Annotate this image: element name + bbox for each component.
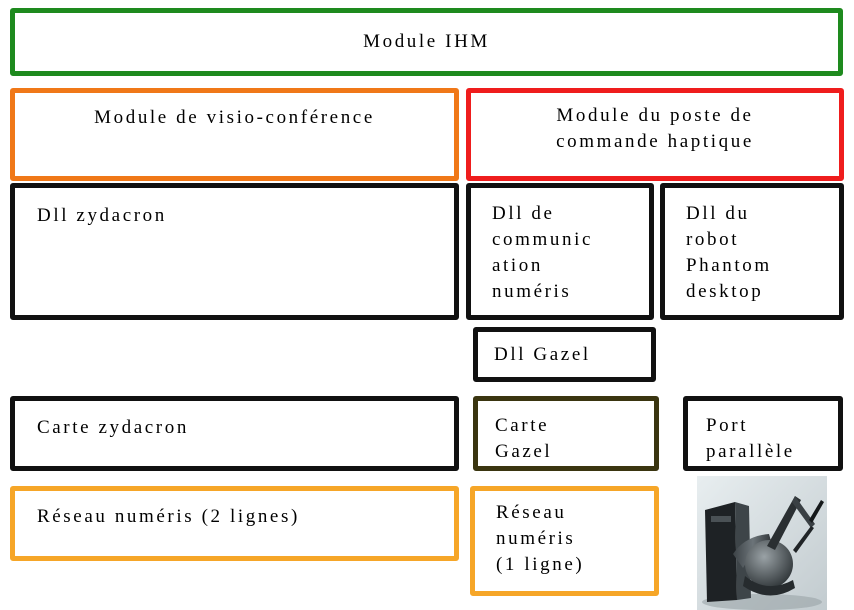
carte-gazel-box: Carte Gazel xyxy=(473,396,659,471)
carte-gazel-label: Carte Gazel xyxy=(495,415,553,462)
phantom-robot-image xyxy=(697,476,827,610)
reseau-2-lignes-box: Réseau numéris (2 lignes) xyxy=(10,486,459,561)
module-haptique-label: Module du poste de commande haptique xyxy=(556,105,754,152)
dll-gazel-box: Dll Gazel xyxy=(473,327,656,382)
reseau-2-lignes-label: Réseau numéris (2 lignes) xyxy=(37,506,300,527)
port-parallele-box: Port parallèle xyxy=(683,396,843,471)
module-ihm-box: Module IHM xyxy=(10,8,843,76)
reseau-1-ligne-label: Réseau numéris (1 ligne) xyxy=(496,502,585,575)
dll-zydacron-box: Dll zydacron xyxy=(10,183,459,320)
dll-communication-label: Dll de communic ation numéris xyxy=(492,203,594,302)
module-haptique-box: Module du poste de commande haptique xyxy=(466,88,844,181)
dll-communication-box: Dll de communic ation numéris xyxy=(466,183,654,320)
module-visio-box: Module de visio-conférence xyxy=(10,88,459,181)
module-ihm-label: Module IHM xyxy=(363,31,490,52)
dll-phantom-box: Dll du robot Phantom desktop xyxy=(660,183,844,320)
module-visio-label: Module de visio-conférence xyxy=(94,107,375,128)
port-parallele-label: Port parallèle xyxy=(706,415,795,462)
carte-zydacron-label: Carte zydacron xyxy=(37,417,189,438)
dll-gazel-label: Dll Gazel xyxy=(494,344,591,365)
carte-zydacron-box: Carte zydacron xyxy=(10,396,459,471)
reseau-1-ligne-box: Réseau numéris (1 ligne) xyxy=(470,486,659,596)
dll-zydacron-label: Dll zydacron xyxy=(37,205,167,226)
dll-phantom-label: Dll du robot Phantom desktop xyxy=(686,203,772,302)
